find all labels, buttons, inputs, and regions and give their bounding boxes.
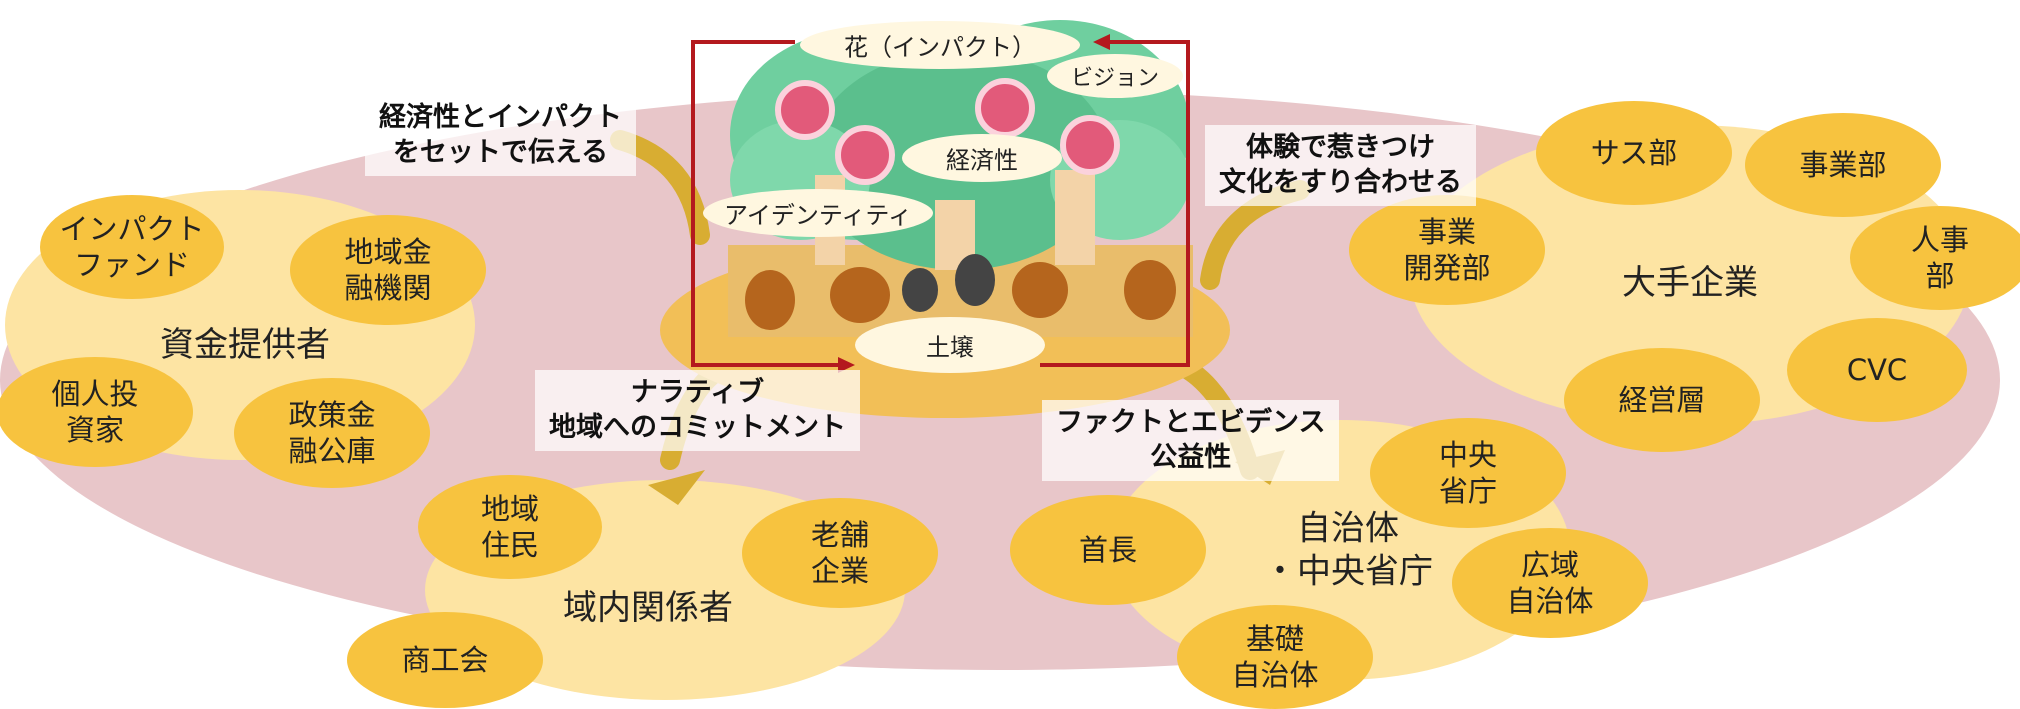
node-impact-fund: [40, 195, 224, 299]
note-narrative: ナラティブ 地域へのコミットメント: [535, 370, 860, 452]
cat-icon: [1012, 262, 1068, 318]
rose-icon: [975, 78, 1035, 138]
rabbit-icon: [1124, 260, 1176, 320]
soil-pill: [855, 317, 1045, 373]
bear-icon: [745, 270, 795, 330]
group-title-funders: 資金提供者: [160, 324, 330, 365]
node-label: 広域 自治体: [1506, 547, 1594, 618]
node-policy-finance: [234, 378, 430, 488]
zebra-icon: [955, 254, 995, 306]
node-mayor: [1010, 495, 1206, 605]
corp-nodes: [1349, 101, 2020, 452]
node-label: 個人投 資家: [51, 376, 139, 447]
node-label: 政策金 融公庫: [288, 397, 376, 468]
node-business-dept: [1745, 113, 1941, 217]
funders-nodes: [0, 195, 486, 488]
node-biz-dev: [1349, 195, 1545, 305]
node-management: [1564, 348, 1760, 452]
node-label: 経営層: [1618, 382, 1706, 417]
node-sustainability-dept: [1536, 101, 1732, 205]
soil-label: 土壌: [926, 333, 974, 362]
group-title-gov: 自治体 ・中央省庁: [1263, 508, 1433, 592]
node-label: インパクト ファンド: [59, 211, 205, 282]
economy-pill: [902, 134, 1062, 182]
node-label: サス部: [1590, 135, 1678, 170]
note-economy-impact: 経済性とインパクト をセットで伝える: [365, 95, 636, 177]
node-label: 首長: [1078, 532, 1138, 567]
group-title-local: 域内関係者: [563, 587, 733, 628]
rose-icon: [835, 125, 895, 185]
animal-icons: [745, 254, 1176, 330]
node-wide-area-gov: [1452, 528, 1648, 638]
node-label: 人事部: [1910, 222, 1969, 293]
economy-label: 経済性: [946, 146, 1018, 175]
red-arrow-head-right: [838, 357, 855, 373]
node-label: 事業部: [1799, 147, 1887, 182]
bear-icon: [830, 267, 890, 323]
node-central-ministry: [1370, 418, 1566, 528]
group-title-corp: 大手企業: [1622, 262, 1758, 303]
rose-icon: [775, 80, 835, 140]
identity-label: アイデンティティ: [724, 201, 912, 230]
vision-label: ビジョン: [1070, 66, 1160, 91]
node-chamber: [347, 612, 543, 708]
node-label: 事業 開発部: [1403, 214, 1491, 285]
node-cvc: [1787, 318, 1967, 422]
node-label: CVC: [1846, 352, 1908, 387]
node-label: 老舗 企業: [810, 517, 870, 588]
identity-pill: [703, 189, 933, 237]
node-individual-investor: [0, 357, 193, 467]
note-experience: 体験で惹きつけ 文化をすり合わせる: [1205, 125, 1476, 207]
node-label: 中央 省庁: [1438, 437, 1498, 508]
node-residents: [418, 475, 602, 579]
rose-icon: [1060, 115, 1120, 175]
node-basic-gov: [1177, 605, 1373, 709]
node-label: 地域金 融機関: [344, 234, 432, 305]
note-fact: ファクトとエビデンス 公益性: [1042, 400, 1340, 482]
node-label: 商工会: [401, 642, 489, 677]
red-cycle-frame: [691, 40, 1190, 367]
flower-pill: [800, 21, 1080, 69]
node-label: 基礎 自治体: [1231, 621, 1319, 692]
flower-impact-label: 花（インパクト）: [844, 33, 1036, 62]
node-old-company: [742, 498, 938, 608]
local-nodes: [347, 475, 938, 708]
gov-nodes: [1010, 418, 1648, 709]
vision-pill: [1047, 54, 1183, 98]
rose-icons: [775, 78, 1120, 185]
node-hr: [1850, 206, 2020, 310]
zebra-icon: [902, 268, 938, 312]
red-arrow-head-left: [1093, 34, 1110, 50]
node-label: 地域 住民: [480, 491, 540, 562]
node-regional-bank: [290, 215, 486, 325]
